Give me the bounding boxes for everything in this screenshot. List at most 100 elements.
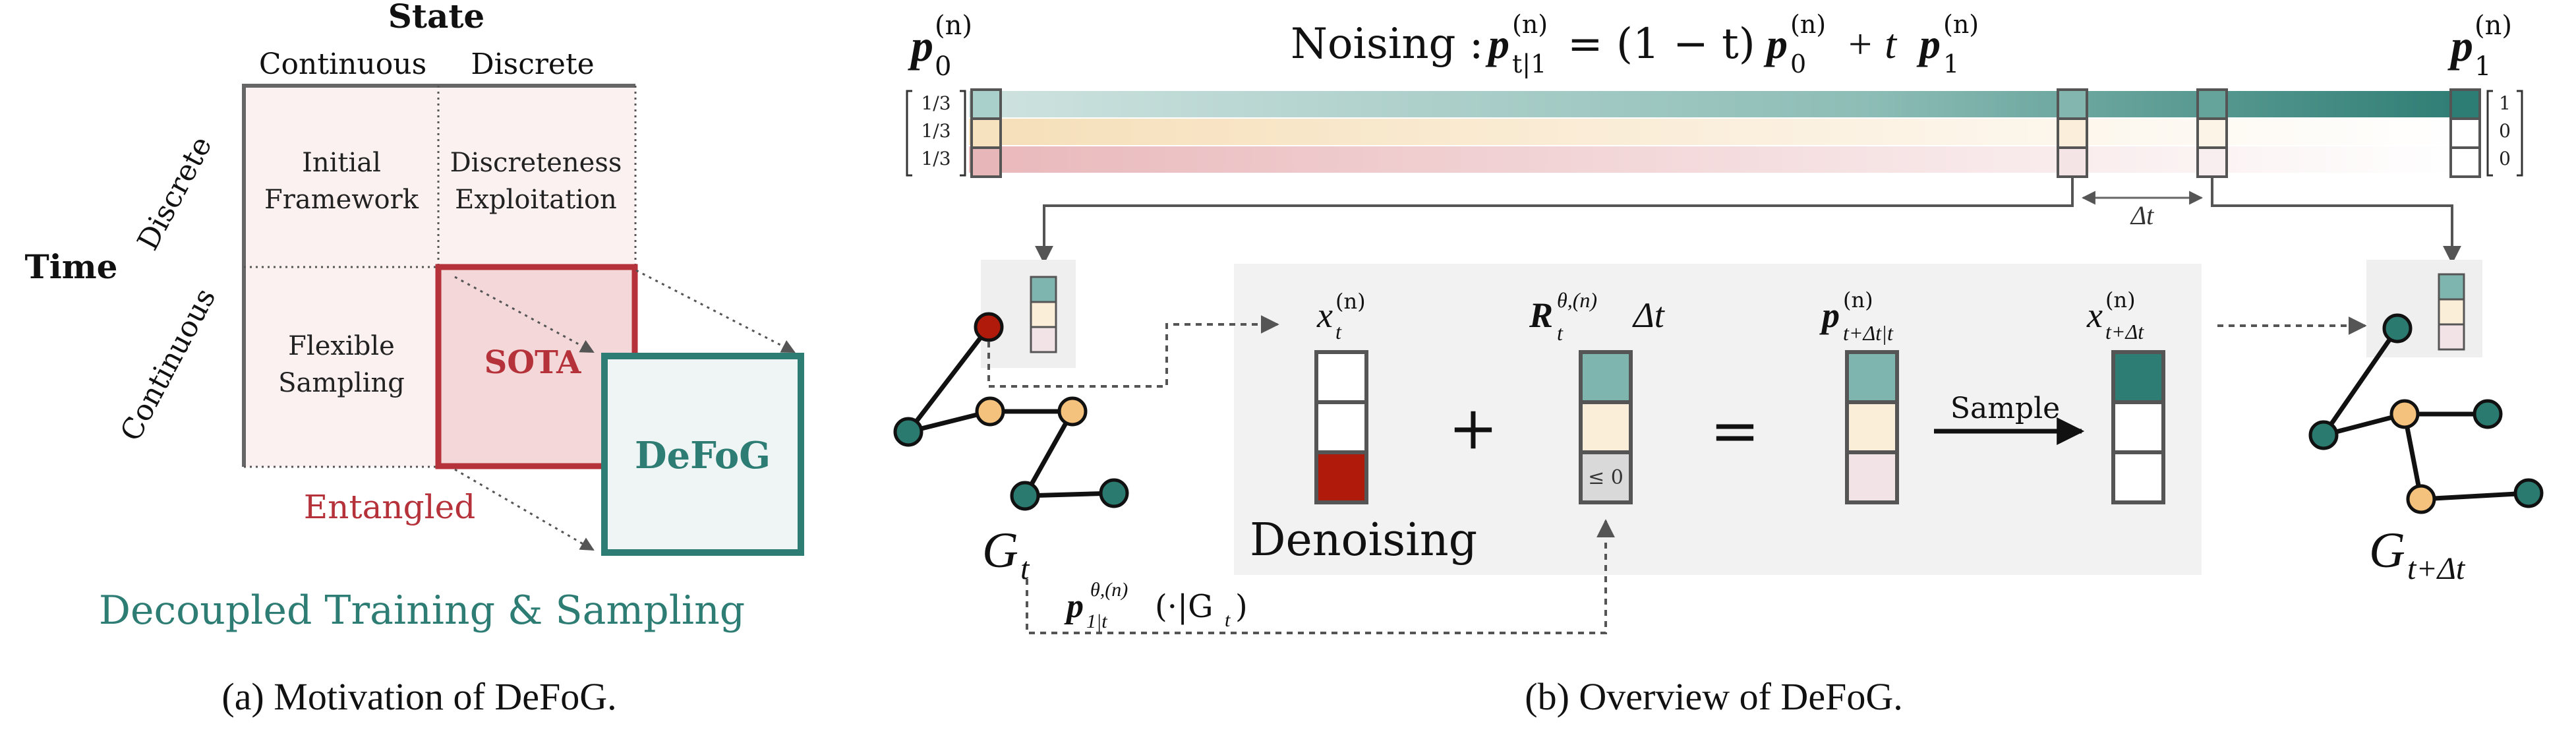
plus-sign: +	[1448, 394, 1498, 463]
predictor-label: p 1|t θ,(n) (·|G t )	[1064, 579, 1248, 632]
graph-gtdt	[2308, 313, 2544, 514]
arrow-to-gtdt	[2211, 177, 2461, 264]
xnext-vector	[2111, 350, 2165, 504]
svg-text:1: 1	[1943, 49, 1959, 78]
svg-text:p: p	[1763, 20, 1788, 67]
rate-label: R t θ,(n) Δt	[1529, 288, 1666, 345]
svg-text:x: x	[1316, 295, 1333, 335]
svg-text:): )	[1235, 588, 1248, 625]
gtdt-label: G t+Δt	[2369, 523, 2466, 586]
denoising-label: Denoising	[1250, 514, 1477, 566]
gtdt-node	[2389, 399, 2420, 429]
p1-vector: 1 0 0	[2449, 88, 2523, 178]
col-label-discrete: Discrete	[471, 47, 594, 81]
svg-text:R: R	[1529, 295, 1553, 335]
arrow-sota-tl	[454, 276, 595, 353]
bar-orange	[969, 119, 2465, 145]
svg-text:t|1: t|1	[1512, 49, 1546, 78]
bar-pink	[969, 146, 2465, 173]
svg-text:t+Δt: t+Δt	[2407, 551, 2466, 586]
caption-b: (b) Overview of DeFoG.	[1525, 675, 1902, 718]
gt-node-red	[974, 312, 1004, 342]
gtdt-node	[2513, 478, 2544, 508]
gt-node	[1010, 481, 1040, 511]
svg-text:G: G	[2369, 523, 2405, 578]
svg-text:p: p	[2447, 20, 2473, 71]
svg-text:(n): (n)	[2105, 287, 2136, 313]
decoupled-label: Decoupled Training & Sampling	[99, 587, 745, 634]
p1-value-1: 1	[2499, 92, 2511, 114]
delta-t-label: Δt	[2130, 200, 2154, 230]
cell-initial-1: Initial	[302, 148, 381, 178]
leq-zero-label: ≤ 0	[1588, 466, 1624, 489]
svg-text:1: 1	[2474, 51, 2491, 82]
defog-label: DeFoG	[635, 434, 771, 477]
svg-text:p: p	[1916, 20, 1941, 67]
xnext-label: x t+Δt (n)	[2086, 287, 2144, 344]
state-header: State	[388, 0, 485, 36]
gtdt-node-new	[2382, 313, 2413, 344]
gt-node	[1057, 396, 1088, 427]
arrow-predictor	[1026, 519, 1615, 634]
col-label-continuous: Continuous	[259, 47, 426, 81]
p-step-vector	[1845, 350, 1899, 504]
p0-vector: 1/3 1/3 1/3	[906, 88, 1002, 178]
p0-value-1: 1/3	[921, 92, 951, 114]
grid-axes	[242, 84, 635, 467]
mid-vector-1	[2057, 88, 2088, 178]
entangled-label: Entangled	[304, 488, 475, 526]
cell-flexible-1: Flexible	[288, 331, 395, 361]
svg-text:0: 0	[935, 51, 951, 82]
svg-text:θ,(n): θ,(n)	[1557, 288, 1597, 312]
arrow-sota-tr	[635, 269, 796, 353]
svg-text:t+Δt|t: t+Δt|t	[1843, 321, 1894, 345]
gtdt-node	[2406, 484, 2436, 514]
cell-discreteness-2: Exploitation	[455, 185, 617, 215]
noising-equation: Noising : p t|1 (n) = (1 − t) p 0 (n) + …	[1291, 10, 1979, 78]
svg-text:x: x	[2086, 295, 2103, 335]
gt-node-vector	[1030, 276, 1057, 353]
panel-b: p 0 (n) p 1 (n) Noising : p t|1 (n) = (1…	[893, 10, 2544, 718]
p1-value-3: 0	[2499, 148, 2511, 169]
p-step-label: p t+Δt|t (n)	[1819, 287, 1894, 345]
svg-text:(n): (n)	[1843, 287, 1873, 313]
svg-text:t: t	[1020, 551, 1030, 586]
cell-flexible-2: Sampling	[278, 368, 405, 398]
svg-text:θ,(n): θ,(n)	[1090, 579, 1128, 601]
p0-value-2: 1/3	[921, 120, 951, 142]
svg-text:p: p	[1064, 587, 1084, 625]
gtdt-highlight	[2366, 260, 2482, 357]
mid-vector-2	[2196, 88, 2228, 178]
p0-label: p 0 (n)	[908, 11, 972, 82]
svg-text:t+Δt: t+Δt	[2105, 320, 2144, 344]
svg-text:(n): (n)	[1790, 10, 1826, 39]
svg-text:Δt: Δt	[1632, 295, 1666, 335]
gt-highlight	[981, 260, 1076, 368]
svg-text:(·|G: (·|G	[1155, 588, 1214, 625]
svg-text:p: p	[1485, 20, 1509, 67]
xt-vector	[1314, 350, 1368, 504]
p1-value-2: 0	[2499, 120, 2511, 142]
caption-a: (a) Motivation of DeFoG.	[221, 675, 616, 718]
time-label: Time	[25, 247, 118, 286]
svg-text:(n): (n)	[1335, 289, 1366, 314]
svg-text:(n): (n)	[1512, 10, 1548, 39]
noising-prefix: Noising :	[1291, 20, 1483, 69]
equals-sign: =	[1710, 396, 1759, 465]
xt-label: x t (n)	[1316, 289, 1366, 344]
svg-text:+ t: + t	[1846, 20, 1898, 67]
row-label-discrete: Discrete	[131, 131, 219, 255]
gtdt-node	[2473, 399, 2503, 429]
bar-teal	[969, 91, 2465, 117]
svg-text:p: p	[1819, 295, 1840, 335]
arrow-to-gt	[1035, 177, 2074, 264]
svg-text:t: t	[1335, 320, 1342, 344]
svg-text:(n): (n)	[2474, 11, 2512, 41]
svg-text:1|t: 1|t	[1086, 611, 1107, 632]
svg-text:G: G	[982, 523, 1018, 578]
svg-text:p: p	[908, 20, 933, 71]
sota-label: SOTA	[484, 344, 582, 381]
svg-text:t: t	[1557, 321, 1564, 345]
